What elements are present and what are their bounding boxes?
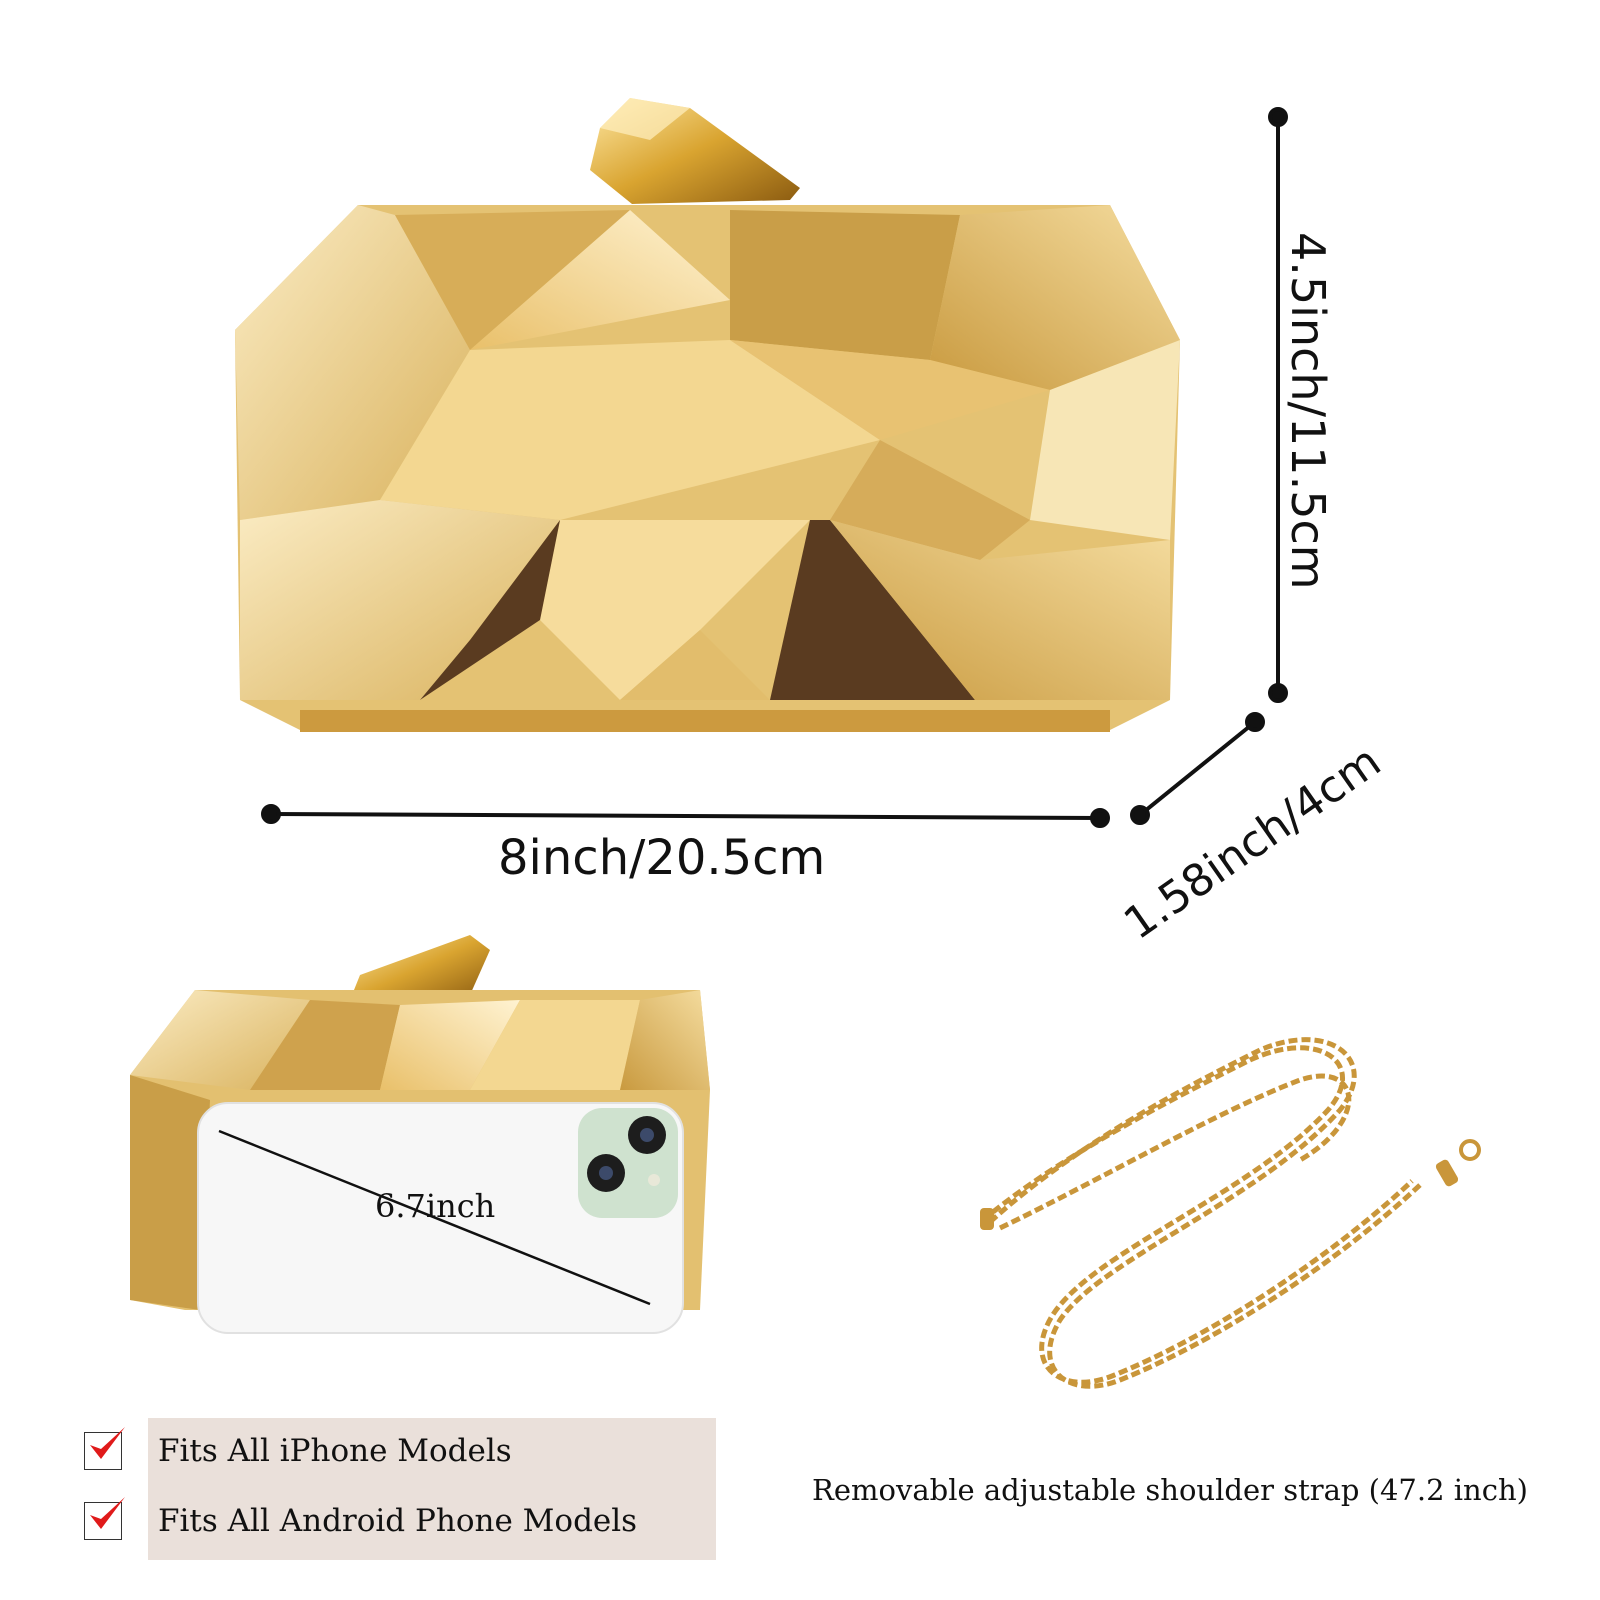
width-dimension-line xyxy=(261,804,1110,828)
checkbox-checked-icon xyxy=(84,1427,125,1470)
phone-diagonal-label: 6.7inch xyxy=(375,1187,496,1225)
phone-image xyxy=(197,1102,684,1334)
strap-clasp xyxy=(980,1139,1481,1230)
width-dimension-label: 8inch/20.5cm xyxy=(498,830,826,886)
depth-dimension-line xyxy=(1130,712,1265,825)
feature-iphone: Fits All iPhone Models xyxy=(84,1424,512,1478)
feature-android: Fits All Android Phone Models xyxy=(84,1494,637,1548)
checkbox-checked-icon xyxy=(84,1497,125,1540)
feature-label: Fits All Android Phone Models xyxy=(158,1503,638,1539)
feature-background xyxy=(148,1418,716,1560)
height-dimension-line xyxy=(1268,107,1288,703)
strap-caption: Removable adjustable shoulder strap (47.… xyxy=(812,1473,1528,1507)
feature-label: Fits All iPhone Models xyxy=(158,1433,512,1469)
